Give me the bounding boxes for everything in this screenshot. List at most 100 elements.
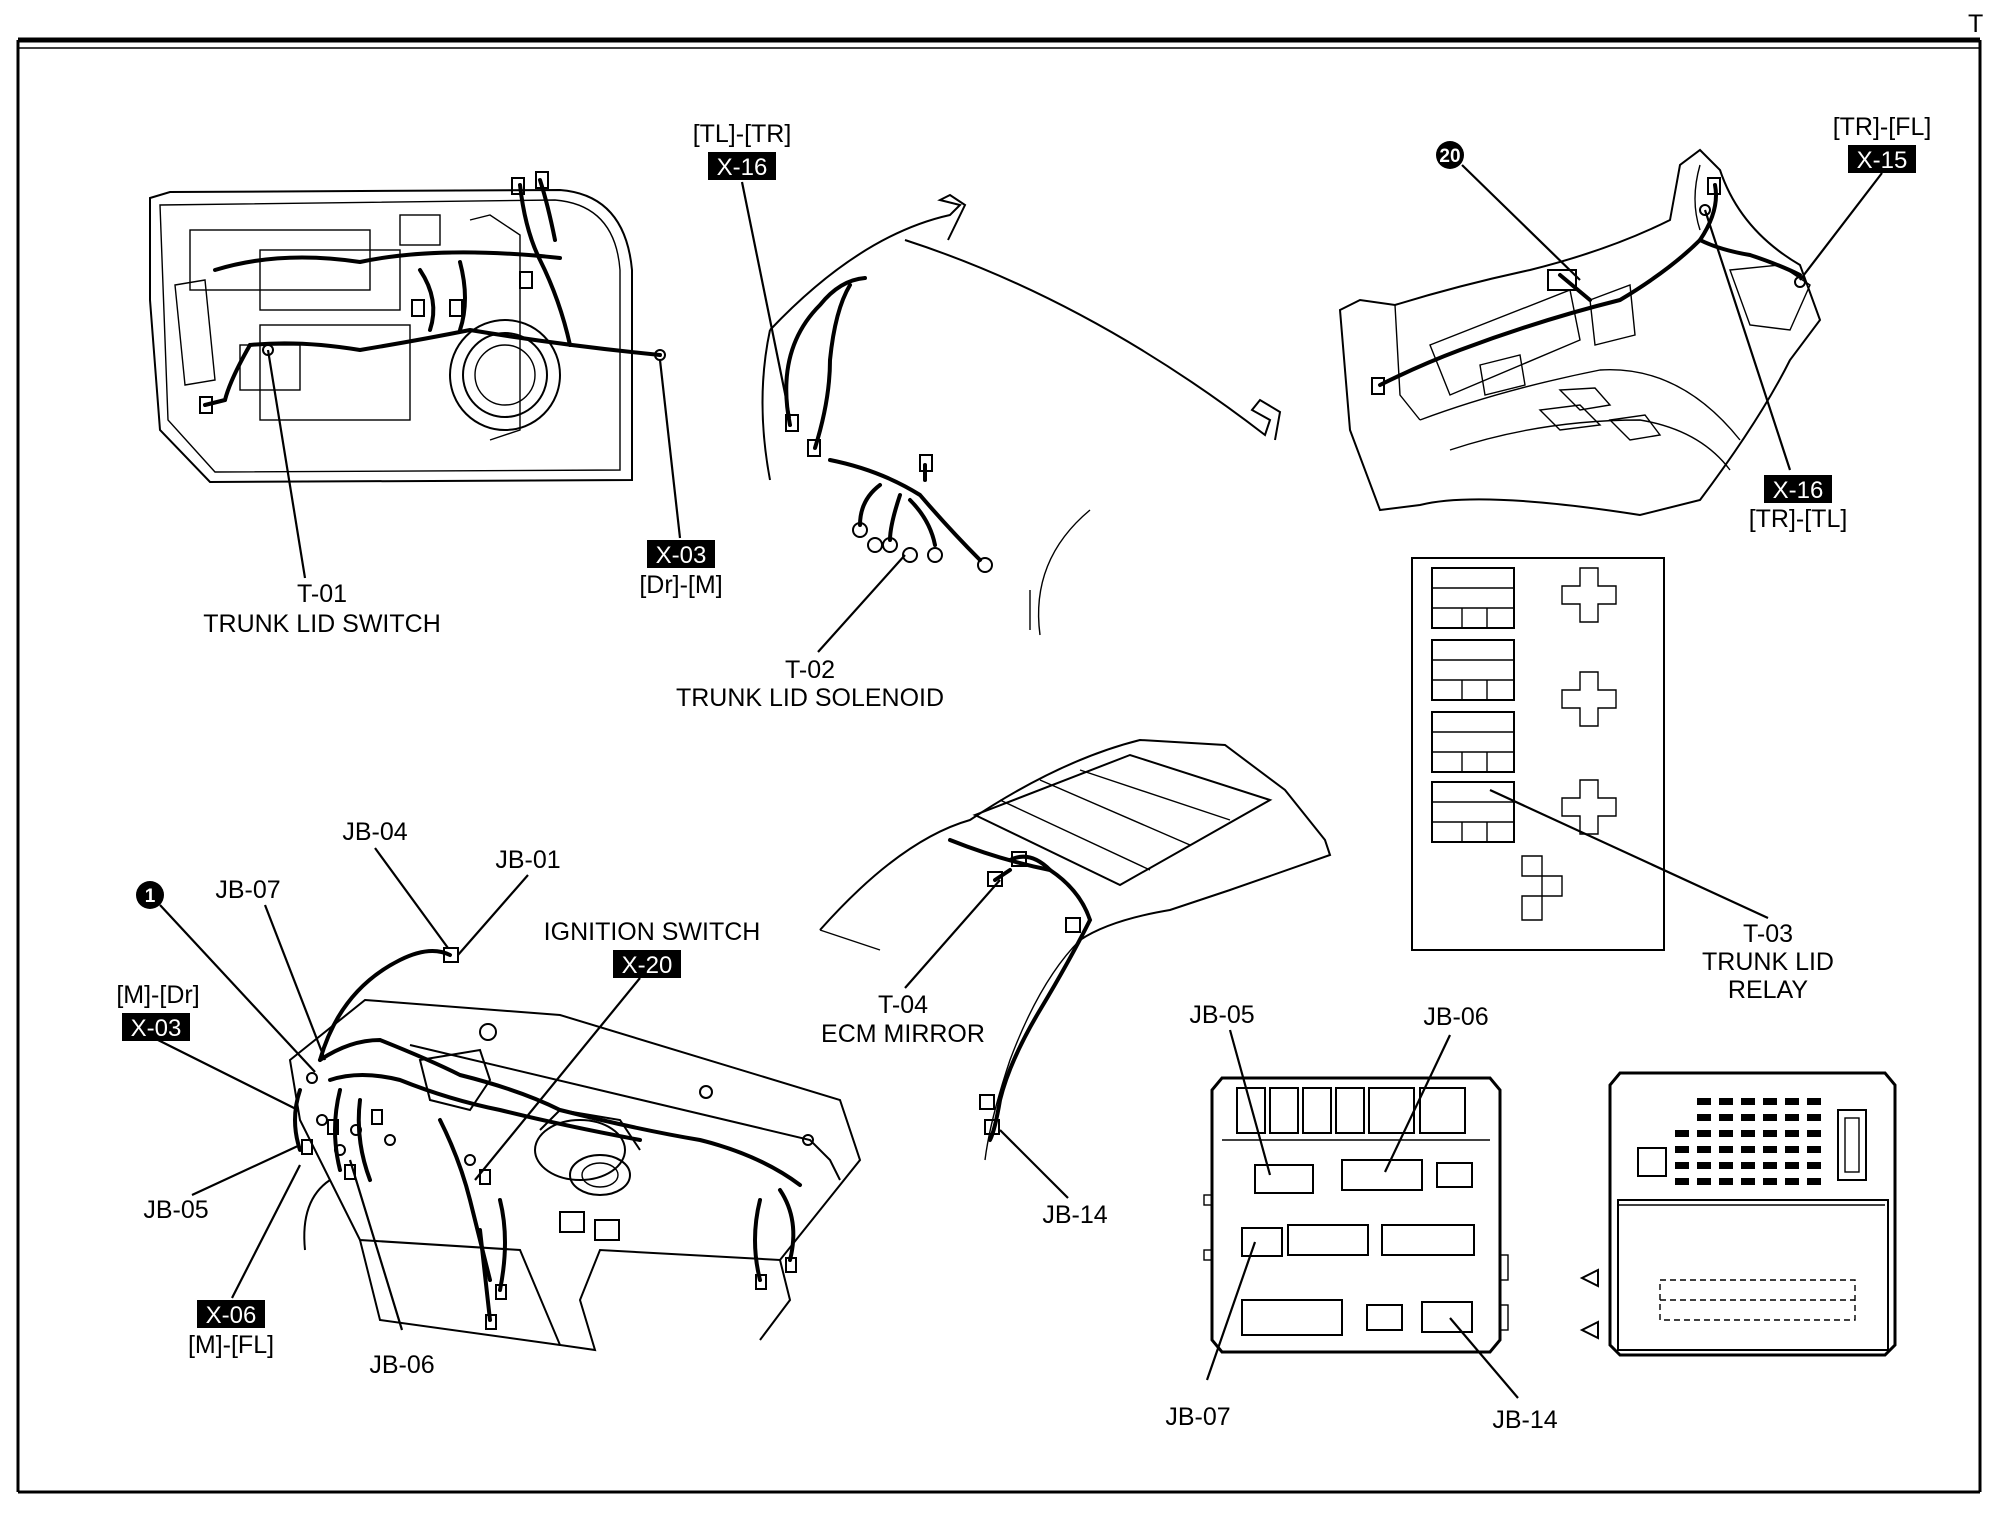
fuse-slot — [1741, 1162, 1755, 1169]
x03-door-sides: [Dr]-[M] — [639, 571, 722, 599]
fuse-slot-grid — [1675, 1098, 1821, 1185]
fuse-slot — [1807, 1146, 1821, 1153]
jb14-mirror-leader — [999, 1129, 1069, 1199]
fuse-slot — [1697, 1130, 1711, 1137]
fuse-slot — [1675, 1178, 1689, 1185]
roof-mirror-illustration — [819, 738, 1332, 1161]
box-jb06-label: JB-06 — [1423, 1003, 1488, 1031]
svg-text:X-03: X-03 — [131, 1015, 182, 1042]
svg-text:X-06: X-06 — [206, 1302, 257, 1329]
jb06-dash-label: JB-06 — [369, 1351, 434, 1379]
fuse-slot — [1719, 1146, 1733, 1153]
ecm-mirror-leader — [904, 879, 1001, 989]
fuse-slot — [1785, 1098, 1799, 1105]
x20-tag: X-20 — [613, 950, 681, 979]
ecm-mirror-name: ECM MIRROR — [821, 1020, 985, 1048]
svg-text:X-03: X-03 — [656, 542, 707, 569]
door-panel-illustration — [149, 171, 666, 484]
box-jb07-label: JB-07 — [1165, 1403, 1230, 1431]
jb05-dash-label: JB-05 — [143, 1196, 208, 1224]
svg-text:X-20: X-20 — [622, 952, 673, 979]
ground-ref-1: 1 — [136, 881, 164, 909]
fuse-slot — [1763, 1146, 1777, 1153]
fuse-slot — [1785, 1146, 1799, 1153]
fuse-slot — [1763, 1162, 1777, 1169]
fuse-slot — [1807, 1114, 1821, 1121]
junction-box-front — [1203, 1076, 1509, 1354]
fuse-slot — [1807, 1098, 1821, 1105]
jb05-dash-leader — [191, 1144, 301, 1196]
x03-door-leader — [658, 359, 682, 539]
trunk-interior-illustration — [1338, 148, 1822, 517]
fuse-slot — [1785, 1178, 1799, 1185]
trunk-lid-switch-leader — [266, 349, 307, 579]
fuse-slot — [1719, 1178, 1733, 1185]
box-jb05-label: JB-05 — [1189, 1001, 1254, 1029]
fuse-slot — [1675, 1162, 1689, 1169]
x03-dash-leader — [157, 1039, 299, 1111]
fuse-slot — [1785, 1114, 1799, 1121]
x16-lid-tag: X-16 — [708, 152, 776, 181]
fuse-slot — [1741, 1098, 1755, 1105]
fuse-slot — [1697, 1098, 1711, 1105]
trunk-lid-switch-code: T-01 — [297, 580, 347, 608]
fuse-slot — [1675, 1130, 1689, 1137]
x15-leader — [1799, 172, 1883, 281]
fuse-slot — [1741, 1178, 1755, 1185]
fuse-slot — [1719, 1162, 1733, 1169]
ground-20-leader — [1461, 164, 1581, 281]
fuse-slot — [1763, 1098, 1777, 1105]
trunk-lid-solenoid-name: TRUNK LID SOLENOID — [676, 684, 944, 712]
jb01-label: JB-01 — [495, 846, 560, 874]
jb04-label: JB-04 — [342, 818, 407, 846]
fuse-slot — [1697, 1114, 1711, 1121]
fuse-slot — [1763, 1178, 1777, 1185]
box-jb14-label: JB-14 — [1492, 1406, 1557, 1434]
fuse-slot — [1697, 1178, 1711, 1185]
trunk-lid-relay-name-1: TRUNK LID — [1702, 948, 1834, 976]
svg-text:1: 1 — [145, 886, 156, 907]
fuse-slot — [1697, 1146, 1711, 1153]
ground-ref-20: 20 — [1436, 141, 1464, 169]
fuse-slot — [1719, 1114, 1733, 1121]
ecm-mirror-code: T-04 — [878, 991, 928, 1019]
svg-text:20: 20 — [1439, 146, 1460, 167]
trunk-lid-illustration — [761, 193, 1282, 636]
svg-text:X-15: X-15 — [1857, 147, 1908, 174]
trunk-lid-relay-code: T-03 — [1743, 920, 1793, 948]
jb04-leader — [374, 847, 449, 949]
x03-dash-sides: [M]-[Dr] — [116, 981, 199, 1009]
fuse-slot — [1763, 1114, 1777, 1121]
trunk-lid-relay-name-2: RELAY — [1728, 976, 1808, 1004]
fuse-slot — [1763, 1130, 1777, 1137]
junction-box-rear — [1608, 1071, 1897, 1357]
jb07-dash-leader — [263, 904, 327, 1061]
box-jb14-leader — [1449, 1317, 1519, 1399]
relay-panel-illustration — [1411, 557, 1665, 951]
x06-dash-leader — [231, 1164, 301, 1299]
section-letter: T — [1968, 10, 1983, 38]
x15-sides: [TR]-[FL] — [1833, 113, 1932, 141]
fuse-slot — [1719, 1098, 1733, 1105]
ignition-switch-label: IGNITION SWITCH — [544, 918, 761, 946]
jb06-dash-leader — [348, 1159, 404, 1331]
fuse-slot — [1785, 1162, 1799, 1169]
x16-trunk-sides: [TR]-[TL] — [1749, 505, 1848, 533]
x16-lid-sides: [TL]-[TR] — [693, 120, 792, 148]
trunk-lid-relay-leader — [1489, 789, 1769, 919]
page-border — [16, 37, 1982, 1494]
jb14-mirror-label: JB-14 — [1042, 1201, 1107, 1229]
jb01-leader — [457, 874, 529, 956]
fuse-slot — [1807, 1162, 1821, 1169]
fuse-slot — [1807, 1130, 1821, 1137]
jb07-dash-label: JB-07 — [215, 876, 280, 904]
ground-1-leader — [159, 904, 316, 1073]
box-jb06-leader — [1384, 1034, 1451, 1173]
svg-text:X-16: X-16 — [717, 154, 768, 181]
fuse-slot — [1675, 1146, 1689, 1153]
x03-dash-tag: X-03 — [122, 1013, 190, 1042]
fuse-slot — [1741, 1114, 1755, 1121]
dashboard-illustration — [288, 947, 862, 1352]
trunk-lid-solenoid-leader — [817, 554, 906, 653]
